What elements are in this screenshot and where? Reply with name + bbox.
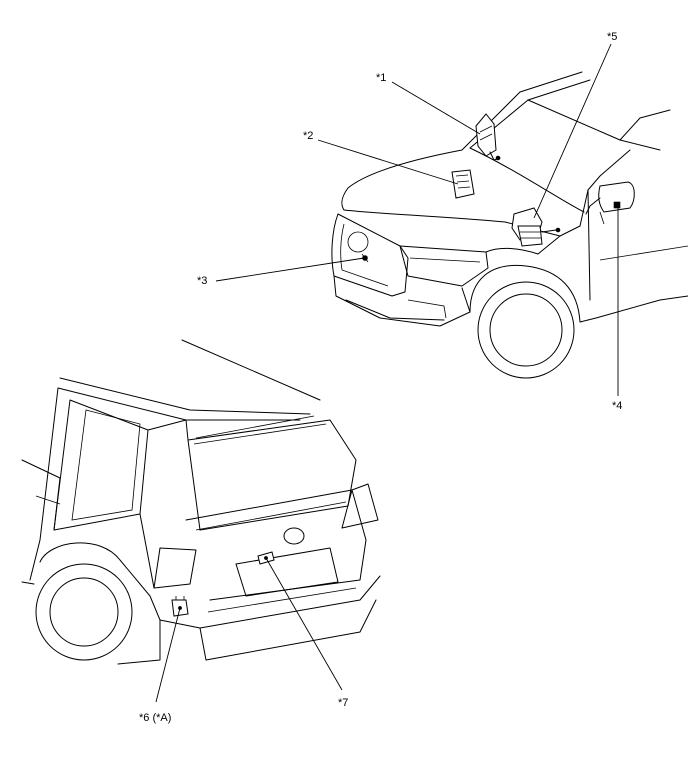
part-3-component [361,253,369,263]
leader-line-5 [533,43,612,219]
callout-6: *6 (*A) [139,712,172,724]
rear-vehicle-illustration [21,339,381,665]
leader-line-6 [155,607,181,703]
callout-4: *4 [612,400,623,412]
leader-lines [155,43,619,703]
leader-line-3 [215,257,365,282]
callout-2: *2 [303,130,314,142]
callout-5: *5 [607,31,618,43]
callout-7: *7 [338,697,349,709]
part-2-component [451,169,475,199]
leader-line-2 [317,139,459,185]
part-6-component [171,596,189,617]
front-vehicle-illustration [331,71,688,379]
leader-line-7 [265,557,343,691]
callout-3: *3 [197,275,208,287]
part-1-component [475,113,501,161]
callout-1: *1 [376,72,387,84]
leader-line-1 [391,81,481,135]
